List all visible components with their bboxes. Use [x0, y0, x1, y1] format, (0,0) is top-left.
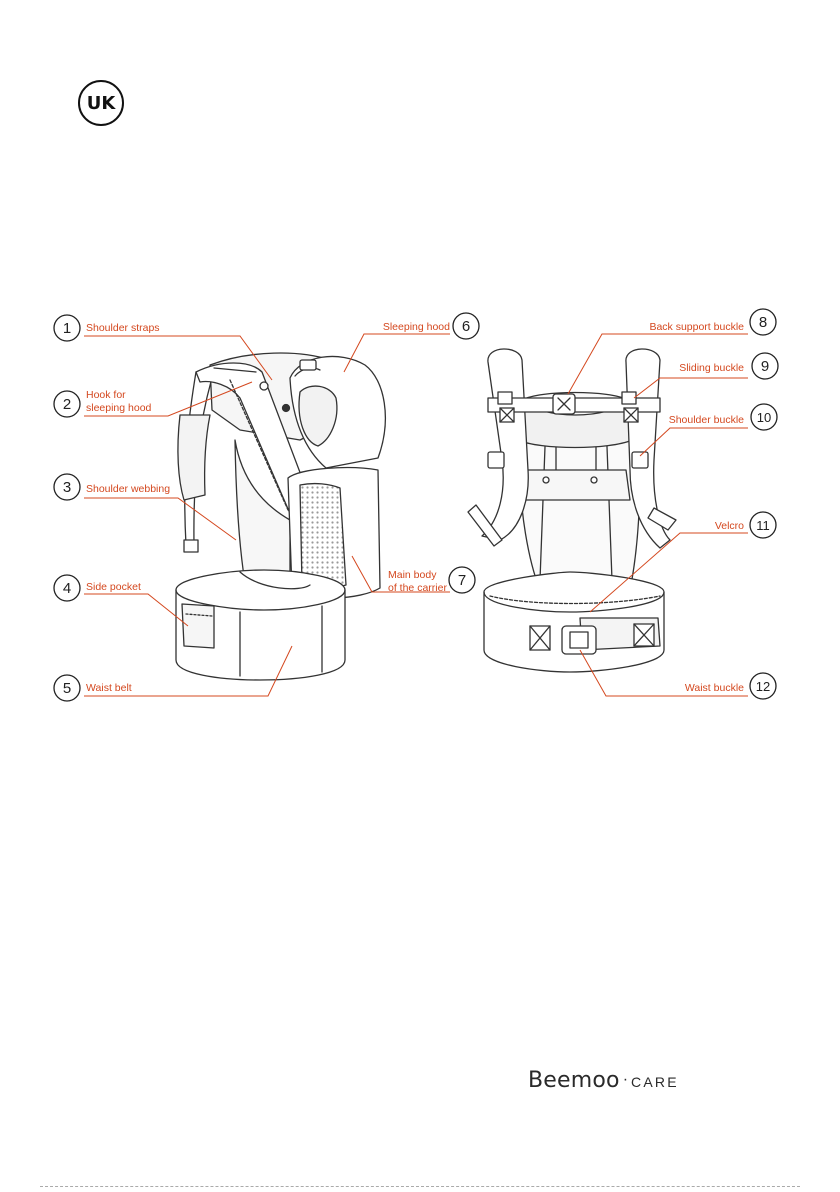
callout-12-label: Waist buckle — [685, 682, 744, 694]
callout-11-label: Velcro — [715, 520, 744, 532]
callout-9-label: Sliding buckle — [679, 362, 744, 374]
callout-3: 3 Shoulder webbing — [54, 474, 170, 500]
callout-7-number: 7 — [458, 572, 466, 589]
callout-4-label: Side pocket — [86, 581, 141, 593]
callout-7-label-line-1: Main body — [388, 569, 437, 581]
callout-8: 8 Back support buckle — [649, 309, 776, 335]
callout-11: 11 Velcro — [715, 512, 776, 538]
callout-10-number: 10 — [757, 410, 771, 425]
callout-5-number: 5 — [63, 680, 71, 697]
callout-3-label: Shoulder webbing — [86, 483, 170, 495]
callout-2-label-line-2: sleeping hood — [86, 402, 152, 414]
callout-7-label-line-2: of the carrier — [388, 582, 447, 594]
callout-12: 12 Waist buckle — [685, 673, 776, 699]
callout-2-label-line-1: Hook for — [86, 389, 126, 401]
callout-12-number: 12 — [756, 679, 770, 694]
callout-10-label: Shoulder buckle — [669, 414, 744, 426]
callout-8-number: 8 — [759, 314, 767, 331]
callout-1-label: Shoulder straps — [86, 322, 160, 334]
brand-separator: · — [623, 1071, 628, 1088]
leader-line-3 — [84, 498, 236, 540]
callout-9: 9 Sliding buckle — [679, 353, 778, 379]
leader-line-4 — [84, 594, 188, 626]
callout-3-number: 3 — [63, 479, 71, 496]
callout-2: 2 Hook for sleeping hood — [54, 389, 152, 417]
brand-name: Beemoo — [528, 1068, 620, 1093]
callout-7: 7 Main body of the carrier — [388, 567, 475, 594]
callout-6-label: Sleeping hood — [383, 321, 450, 333]
callout-10: 10 Shoulder buckle — [669, 404, 777, 430]
callout-4-number: 4 — [63, 580, 71, 597]
callout-9-number: 9 — [761, 358, 769, 375]
front-carrier-illustration — [176, 353, 385, 680]
callout-1-number: 1 — [63, 320, 71, 337]
back-carrier-illustration — [468, 349, 676, 672]
footer-divider — [40, 1186, 800, 1187]
callout-1: 1 Shoulder straps — [54, 315, 160, 341]
brand-suffix: CARE — [631, 1074, 679, 1090]
callout-2-number: 2 — [63, 396, 71, 413]
callout-4: 4 Side pocket — [54, 575, 141, 601]
callout-6: 6 Sleeping hood — [383, 313, 479, 339]
callout-5-label: Waist belt — [86, 682, 132, 694]
brand-logo: Beemoo·CARE — [528, 1068, 679, 1093]
callout-6-number: 6 — [462, 318, 470, 335]
callout-5: 5 Waist belt — [54, 675, 132, 701]
callout-8-label: Back support buckle — [649, 321, 744, 333]
callout-11-number: 11 — [756, 518, 770, 533]
